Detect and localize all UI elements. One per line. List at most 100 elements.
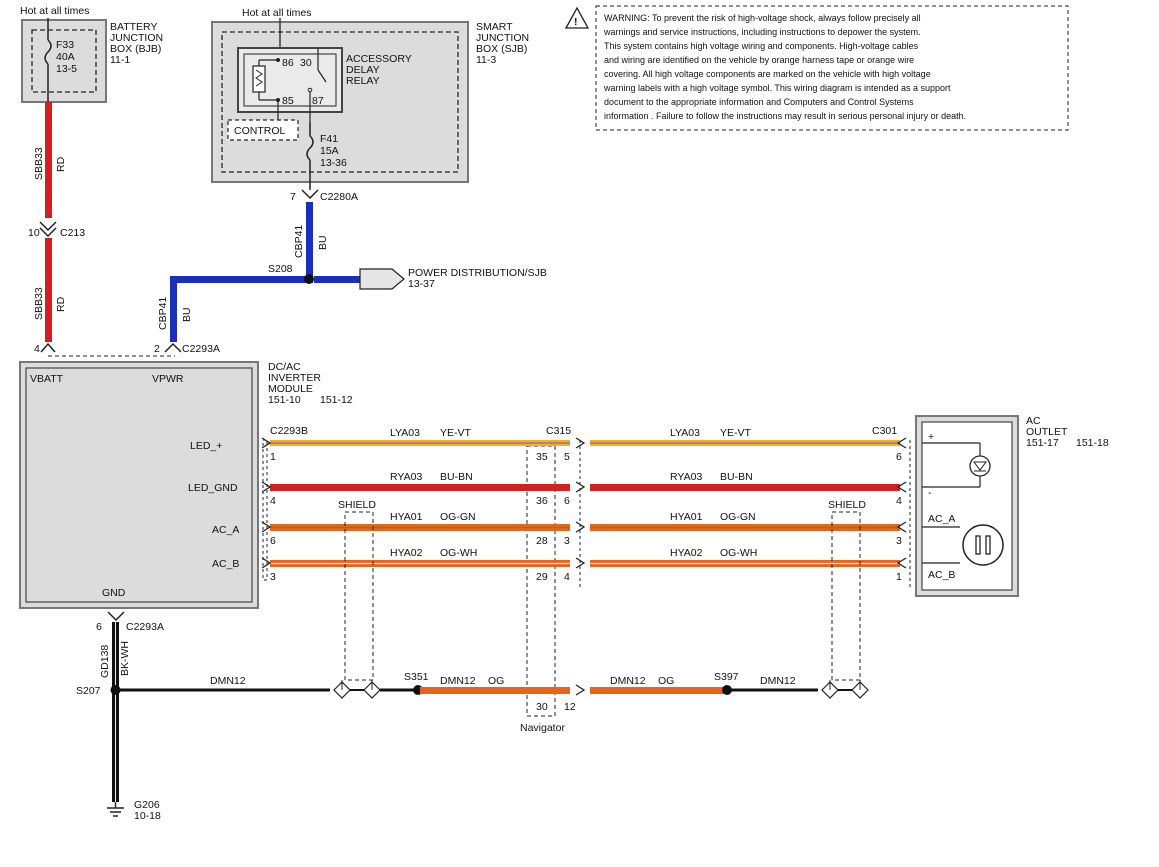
svg-text:OG-GN: OG-GN — [440, 511, 476, 523]
svg-text:7: 7 — [290, 191, 296, 203]
svg-text:86: 86 — [282, 57, 294, 69]
svg-text:covering. All high voltage com: covering. All high voltage components ar… — [604, 69, 931, 79]
battery-junction-box: Hot at all times F33 40A 13-5 BATTERY JU… — [20, 5, 163, 103]
navigator-label: Navigator — [520, 722, 565, 734]
bjb-fuse-ref: 13-5 — [56, 63, 77, 75]
svg-text:6: 6 — [564, 495, 570, 507]
svg-text:36: 36 — [536, 495, 548, 507]
svg-text:Hot at all times: Hot at all times — [242, 7, 311, 19]
svg-text:HYA01: HYA01 — [670, 511, 703, 523]
bjb-fuse: F33 — [56, 39, 74, 51]
svg-text:1: 1 — [270, 451, 276, 463]
svg-text:This system contains high volt: This system contains high voltage wiring… — [604, 41, 919, 51]
svg-text:BU-BN: BU-BN — [720, 471, 753, 483]
harness: C2293B C315 C301 LYA03 YE-VT LYA03 YE-VT… — [261, 425, 911, 717]
svg-text:30: 30 — [536, 701, 548, 713]
splice-s207 — [110, 685, 121, 695]
svg-text:S207: S207 — [76, 685, 101, 697]
svg-text:SBB33: SBB33 — [33, 147, 45, 180]
warning-icon — [564, 6, 590, 29]
svg-text:C2280A: C2280A — [320, 191, 358, 203]
wire-sbb33-upper — [45, 102, 52, 218]
wire-rya03: RYA03 BU-BN RYA03 BU-BN 4 36 6 4 — [270, 471, 902, 507]
svg-text:LYA03: LYA03 — [390, 427, 420, 439]
wire-cbp41-horizontal — [170, 276, 313, 283]
svg-text:HYA02: HYA02 — [670, 547, 703, 559]
svg-text:BU: BU — [181, 307, 193, 322]
svg-text:DMN12: DMN12 — [440, 675, 476, 687]
svg-text:4: 4 — [896, 495, 902, 507]
svg-text:C2293A: C2293A — [126, 621, 164, 633]
svg-text:!: ! — [574, 16, 578, 28]
svg-text:HYA01: HYA01 — [390, 511, 423, 523]
svg-text:4: 4 — [270, 495, 276, 507]
svg-text:87: 87 — [312, 95, 324, 107]
wire-cbp41-lower — [170, 276, 177, 342]
svg-text:GND: GND — [102, 587, 126, 599]
svg-text:-: - — [928, 487, 932, 499]
svg-text:SMART: SMART — [476, 21, 513, 33]
svg-text:151-18: 151-18 — [1076, 437, 1109, 449]
svg-text:3: 3 — [270, 571, 276, 583]
ground-icon — [107, 802, 124, 817]
svg-text:VPWR: VPWR — [152, 373, 184, 385]
svg-text:BU: BU — [317, 235, 329, 250]
svg-text:warning labels with a high vol: warning labels with a high voltage symbo… — [603, 83, 951, 93]
connector-c213: 10 C213 — [28, 221, 85, 239]
svg-text:OG-GN: OG-GN — [720, 511, 756, 523]
svg-text:BOX (SJB): BOX (SJB) — [476, 43, 527, 55]
power-distribution-arrow: POWER DISTRIBUTION/SJB 13-37 — [359, 267, 547, 290]
splice-s397 — [722, 685, 732, 695]
svg-text:RYA03: RYA03 — [670, 471, 702, 483]
svg-text:C315: C315 — [546, 425, 571, 437]
svg-text:CBP41: CBP41 — [157, 297, 169, 330]
svg-text:85: 85 — [282, 95, 294, 107]
ground-circuit: 6 C2293A GD138 BK-WH S207 DMN12 S351 DMN… — [76, 611, 869, 822]
led-lamp-icon — [969, 455, 991, 477]
bjb-amp: 40A — [56, 51, 75, 63]
svg-text:AC_B: AC_B — [212, 558, 239, 570]
svg-text:C213: C213 — [60, 227, 85, 239]
svg-text:warnings and service instructi: warnings and service instructions, inclu… — [603, 27, 921, 37]
ac-outlet: + - AC_A AC_B AC OUTLET 151-17 151-18 — [915, 415, 1109, 597]
svg-text:35: 35 — [536, 451, 548, 463]
svg-text:BOX (BJB): BOX (BJB) — [110, 43, 161, 55]
svg-text:MODULE: MODULE — [268, 383, 313, 395]
wire-lya03: LYA03 YE-VT LYA03 YE-VT 1 35 5 6 — [270, 427, 902, 463]
svg-text:151-17: 151-17 — [1026, 437, 1059, 449]
socket-icon — [962, 524, 1004, 566]
svg-text:GD138: GD138 — [99, 645, 111, 678]
svg-text:HYA02: HYA02 — [390, 547, 423, 559]
svg-text:document to the appropriate in: document to the appropriate information … — [604, 97, 914, 107]
svg-text:YE-VT: YE-VT — [720, 427, 752, 439]
svg-text:INVERTER: INVERTER — [268, 372, 321, 384]
svg-text:6: 6 — [270, 535, 276, 547]
svg-text:DMN12: DMN12 — [210, 675, 246, 687]
splice-s208 — [304, 274, 314, 284]
svg-text:BATTERY: BATTERY — [110, 21, 157, 33]
smart-junction-box: Hot at all times 86 85 30 87 ACCESSORY D… — [211, 7, 529, 190]
svg-text:WARNING: To prevent the risk o: WARNING: To prevent the risk of high-vol… — [604, 13, 921, 23]
svg-text:11-3: 11-3 — [476, 54, 496, 66]
svg-text:SHIELD: SHIELD — [338, 499, 376, 511]
svg-text:13-37: 13-37 — [408, 278, 435, 290]
svg-text:151-12: 151-12 — [320, 394, 353, 406]
svg-text:AC_B: AC_B — [928, 569, 955, 581]
svg-text:DMN12: DMN12 — [760, 675, 796, 687]
svg-text:12: 12 — [564, 701, 576, 713]
svg-text:RD: RD — [55, 296, 67, 312]
svg-text:3: 3 — [564, 535, 570, 547]
svg-text:SBB33: SBB33 — [33, 287, 45, 320]
svg-text:G206: G206 — [134, 799, 160, 811]
svg-text:28: 28 — [536, 535, 548, 547]
wire-cbp41-upper — [306, 202, 313, 280]
svg-text:YE-VT: YE-VT — [440, 427, 472, 439]
dc-ac-inverter-module: VBATT VPWR LED_+ LED_GND AC_A AC_B GND D… — [19, 361, 353, 609]
connector-c2280a: 7 C2280A — [290, 189, 358, 203]
warning-block: ! WARNING: To prevent the risk of high-v… — [564, 5, 1069, 131]
svg-text:6: 6 — [96, 621, 102, 633]
svg-text:C2293B: C2293B — [270, 425, 308, 437]
svg-text:151-10: 151-10 — [268, 394, 301, 406]
svg-text:AC_A: AC_A — [928, 513, 955, 525]
